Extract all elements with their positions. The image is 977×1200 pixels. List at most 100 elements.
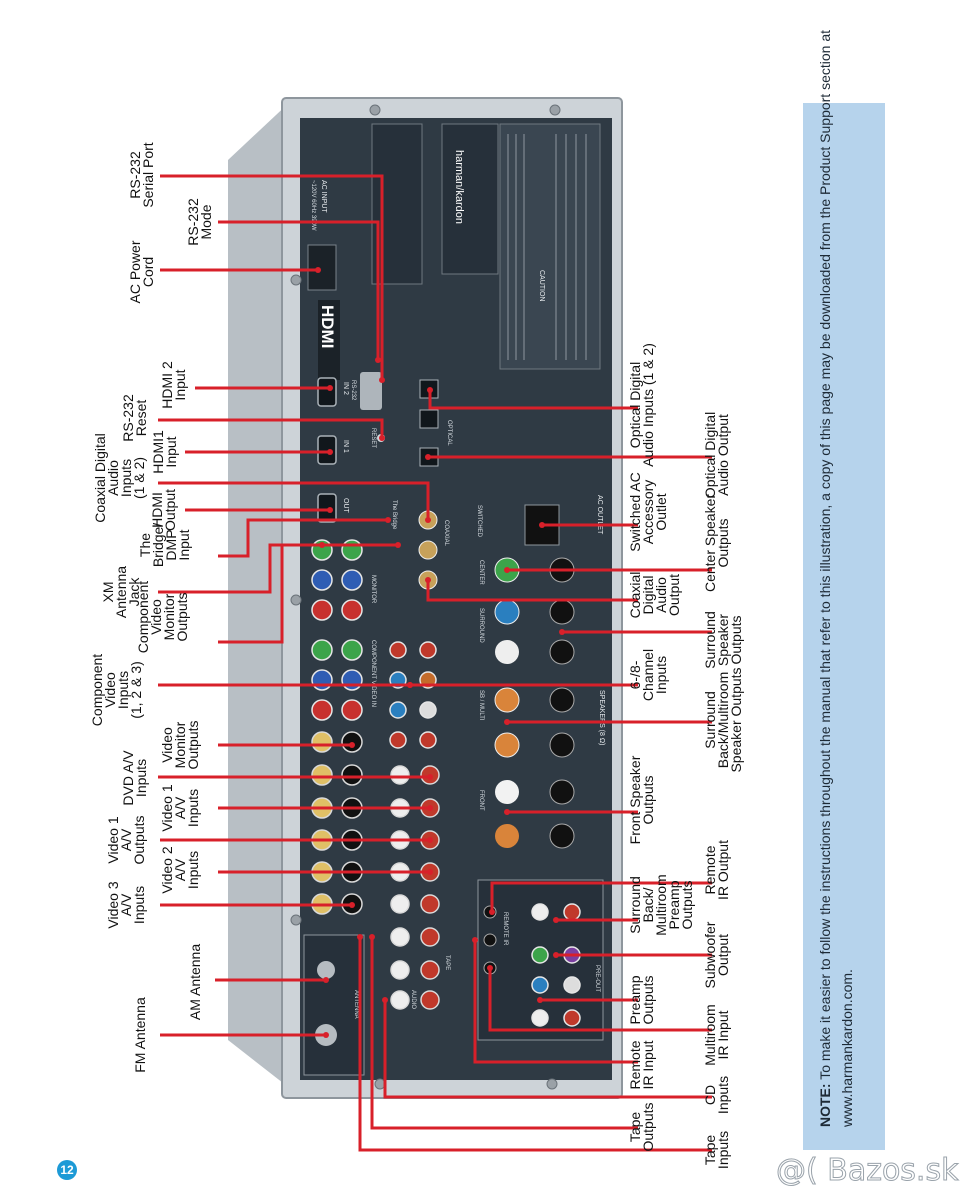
speakers-label: SPEAKERS (8 Ω) [598, 690, 605, 745]
label-line: Speaker [715, 614, 731, 666]
leader-end-video2-av-inputs [427, 869, 433, 875]
hdmi-in2-label: IN 2 [342, 382, 349, 395]
leader-end-hdmi2-input [327, 385, 333, 391]
leader-end-surround-back-speaker-outputs [504, 719, 510, 725]
label-line: Inputs [715, 1131, 731, 1169]
leader-rs232-serial-port [160, 174, 384, 380]
leader-end-optical-digital-inputs [427, 387, 433, 393]
label-line: Output [715, 934, 731, 976]
model-plate [441, 123, 499, 275]
leader-multiroom-ir-input [488, 968, 712, 1032]
label-line: Component [89, 654, 105, 726]
warning-plate [499, 123, 601, 370]
label-line: Inputs [185, 789, 201, 827]
warning-text-lines [507, 134, 587, 360]
label-line: Preamp [666, 880, 682, 929]
leader-lines [158, 174, 712, 1152]
leader-end-tape-outputs [369, 934, 375, 940]
label-line: Jack [126, 577, 142, 607]
label-line: Inputs [115, 671, 131, 709]
label-line: RS-232 [185, 198, 201, 246]
leader-end-am-antenna [323, 977, 329, 983]
bridge-label: The Bridge [391, 500, 397, 530]
label-line: Mode [198, 204, 214, 239]
component-video-in-label: COMPONENT VIDEO IN [370, 640, 376, 707]
label-line: Front Speaker [627, 755, 643, 844]
leader-end-cd-inputs [382, 997, 388, 1003]
ac-outlet-label: AC OUTLET [596, 495, 603, 535]
leader-component-monitor-outputs [218, 543, 322, 644]
ac-input-box [371, 123, 423, 285]
label-line: Outputs [131, 815, 147, 864]
hdmi-logo: HDMI [318, 305, 337, 348]
label-line: Outlet [653, 493, 669, 530]
preout-label: PRE-OUT [594, 965, 600, 992]
label-line: Tape [702, 1135, 718, 1166]
label-line: Outputs [679, 880, 695, 929]
component-video-jacks [311, 539, 363, 721]
label-line: Outputs [174, 592, 190, 641]
leader-end-switched-ac-outlet [539, 522, 545, 528]
label-line: Surround [702, 691, 718, 749]
label-line: RS-232 [120, 394, 136, 442]
label-line: AC Power [127, 240, 143, 303]
surround-label: SURROUND [478, 608, 484, 643]
label-line: Audio [105, 460, 121, 496]
tape-label: TAPE [444, 955, 450, 970]
label-am-antenna: AM Antenna [187, 944, 203, 1020]
note-bold: NOTE: [817, 1083, 833, 1127]
label-line: Optical Digital [627, 362, 643, 448]
leader-tape-outputs [370, 937, 638, 1130]
ac-power-socket [307, 244, 337, 291]
label-line: CD [702, 1085, 718, 1105]
ac-input-spec: ~120V 60Hz 390W [310, 180, 316, 231]
label-line: RS-232 [127, 151, 143, 199]
label-line: Inputs [131, 886, 147, 924]
label-line: Outputs [640, 1102, 656, 1151]
label-line: Component [135, 581, 151, 653]
label-line: Surround [702, 611, 718, 669]
leader-rs232-reset [158, 418, 384, 438]
label-line: Input [163, 436, 179, 467]
label-line: Monitor [161, 593, 177, 640]
label-line: DVD A/V [120, 750, 136, 806]
label-line: Center Speaker [702, 494, 718, 592]
leader-end-rs232-reset [379, 435, 385, 441]
hdmi-in1-label: IN 1 [342, 440, 349, 453]
label-line: Outputs [185, 720, 201, 769]
label-line: Serial Port [140, 142, 156, 207]
rs232-label: RS-232 [350, 380, 356, 401]
remote-ir-label: REMOTE IR [502, 912, 508, 946]
page-number-badge [57, 1160, 77, 1180]
chassis-side-plate [228, 100, 292, 1090]
antenna-label: ANTENNA [353, 990, 359, 1019]
note-line2: www.harmankardon.com. [839, 969, 855, 1128]
label-line: Inputs [653, 656, 669, 694]
sb-multi-label: SB / MULTI [478, 690, 484, 721]
label-line: 6-/8- [627, 660, 643, 689]
brand-label: harman/kardon [453, 150, 465, 224]
leader-coaxial-digital-inputs [158, 481, 430, 520]
label-line: HDMI1 [150, 430, 166, 474]
leader-end-remote-ir-output [489, 909, 495, 915]
label-line: Audio [653, 577, 669, 613]
center-label: CENTER [478, 560, 484, 585]
leader-end-rs232-serial-port [379, 377, 385, 383]
